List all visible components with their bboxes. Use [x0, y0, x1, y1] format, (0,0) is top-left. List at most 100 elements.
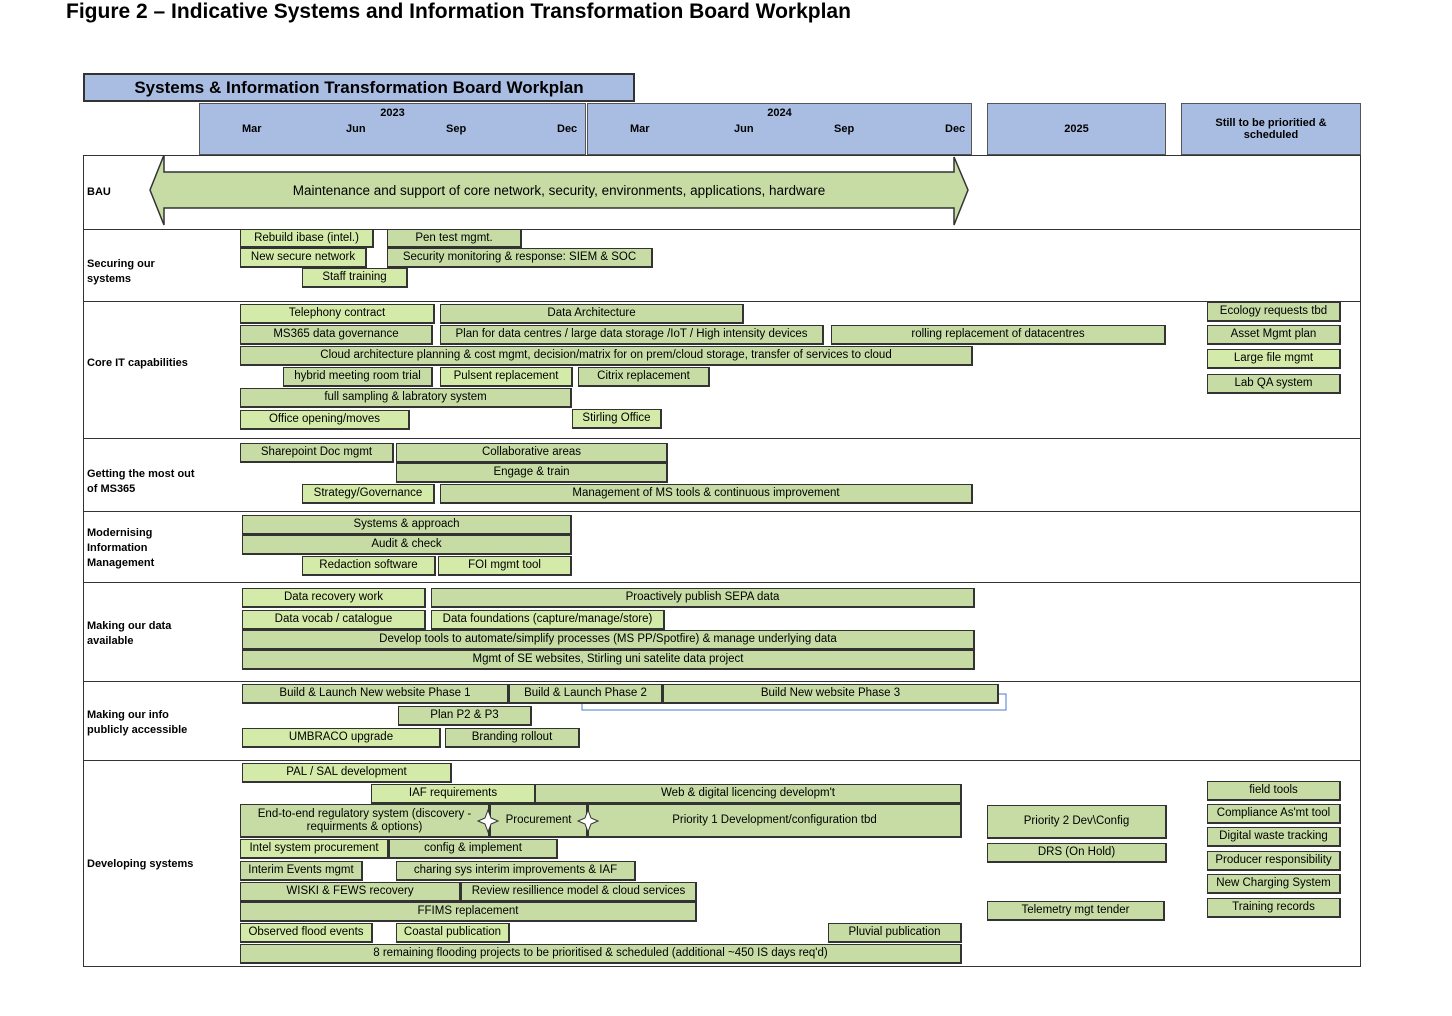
- workplan-bar: Procurement: [490, 804, 588, 838]
- workplan-bar: DRS (On Hold): [987, 843, 1167, 863]
- workplan-bar: Data Architecture: [440, 304, 744, 324]
- workplan-bar: Office opening/moves: [240, 410, 410, 430]
- workplan-bar: Data recovery work: [242, 588, 426, 608]
- section-label: Core IT capabilities: [87, 357, 188, 369]
- section-modernising-information-management: Modernising Information Management: [83, 511, 1361, 582]
- workplan-bar: charing sys interim improvements & IAF: [396, 861, 636, 881]
- workplan-bar: UMBRACO upgrade: [242, 728, 441, 748]
- workplan-bar: field tools: [1207, 781, 1341, 801]
- section-making-our-info-publicly-accessible: Making our info publicly accessible: [83, 681, 1361, 760]
- workplan-bar: Security monitoring & response: SIEM & S…: [387, 248, 653, 268]
- workplan-bar: Observed flood events: [240, 923, 373, 943]
- board-title: Systems & Information Transformation Boa…: [83, 73, 635, 102]
- workplan-bar: Audit & check: [242, 535, 572, 555]
- section-making-our-data-available: Making our data available: [83, 582, 1361, 681]
- month-label: Sep: [446, 123, 467, 135]
- workplan-bar: Pen test mgmt.: [387, 229, 522, 248]
- workplan-bar: Cloud architecture planning & cost mgmt,…: [240, 346, 973, 366]
- section-getting-the-most-out-of-ms365: Getting the most out of MS365: [83, 438, 1361, 511]
- section-developing-systems: Developing systems: [83, 760, 1361, 967]
- workplan-bar: full sampling & labratory system: [240, 388, 572, 408]
- section-securing-our-systems: Securing our systems: [83, 229, 1361, 301]
- workplan-bar: Plan P2 & P3: [398, 706, 532, 726]
- workplan-bar: Rebuild ibase (intel.): [240, 229, 374, 248]
- section-label: Developing systems: [87, 858, 194, 870]
- workplan-bar: Lab QA system: [1207, 374, 1341, 394]
- workplan-bar: Web & digital licencing developm't: [535, 784, 962, 804]
- workplan-bar: Digital waste tracking: [1207, 827, 1341, 847]
- workplan-bar: FOI mgmt tool: [438, 556, 572, 576]
- workplan-bar: Plan for data centres / large data stora…: [440, 325, 824, 345]
- workplan-bar: config & implement: [389, 839, 558, 859]
- workplan-bar: Training records: [1207, 898, 1341, 918]
- workplan-bar: IAF requirements: [371, 784, 536, 804]
- workplan-bar: Redaction software: [302, 556, 436, 576]
- workplan-bar: Priority 1 Development/configuration tbd: [588, 804, 962, 838]
- month-label: Jun: [346, 123, 366, 135]
- workplan-bar: Proactively publish SEPA data: [431, 588, 975, 608]
- workplan-bar: New secure network: [240, 248, 367, 268]
- workplan-bar: Asset Mgmt plan: [1207, 325, 1341, 345]
- year-label: 2023: [380, 107, 405, 119]
- phase3-connector: [581, 693, 1007, 711]
- year-label: 2024: [767, 107, 792, 119]
- section-label: Getting the most out of MS365: [87, 468, 195, 495]
- workplan-bar: Stirling Office: [572, 409, 662, 429]
- timeline-2023: 2023 Mar Jun Sep Dec: [199, 103, 586, 155]
- workplan-bar: hybrid meeting room trial: [283, 367, 433, 387]
- workplan-bar: Pulsent replacement: [440, 367, 573, 387]
- workplan-bar: 8 remaining flooding projects to be prio…: [240, 944, 962, 964]
- workplan-bar: Telemetry mgt tender: [987, 901, 1165, 921]
- workplan-bar: Review resillience model & cloud service…: [461, 882, 697, 902]
- month-label: Mar: [630, 123, 650, 135]
- workplan-bar: Ecology requests tbd: [1207, 302, 1341, 322]
- section-core-it-capabilities: Core IT capabilities: [83, 301, 1361, 438]
- workplan-bar: Producer responsibility: [1207, 851, 1341, 871]
- workplan-bar: End-to-end regulatory system (discovery …: [240, 804, 490, 838]
- workplan-bar: rolling replacement of datacentres: [831, 325, 1166, 345]
- workplan-bar: Mgmt of SE websites, Stirling uni sateli…: [242, 650, 975, 670]
- workplan-bar: Coastal publication: [396, 923, 510, 943]
- month-label: Dec: [557, 123, 578, 135]
- bau-arrow: [149, 155, 969, 226]
- workplan-bar: MS365 data governance: [240, 325, 433, 345]
- section-label: Securing our systems: [87, 258, 155, 285]
- milestone-star-icon: [577, 809, 599, 833]
- workplan-bar: FFIMS replacement: [240, 902, 697, 922]
- timeline-2024: 2024 Mar Jun Sep Dec: [587, 103, 972, 155]
- workplan-bar: Branding rollout: [445, 728, 580, 748]
- month-label: Sep: [834, 123, 855, 135]
- month-label: Dec: [945, 123, 966, 135]
- workplan-bar: Data vocab / catalogue: [242, 610, 426, 630]
- workplan-bar: Pluvial publication: [828, 923, 962, 943]
- workplan-bar: Large file mgmt: [1207, 349, 1341, 369]
- section-label: Making our data available: [87, 620, 172, 647]
- workplan-bar: Sharepoint Doc mgmt: [240, 443, 394, 463]
- workplan-bar: Intel system procurement: [240, 839, 389, 859]
- month-label: Mar: [242, 123, 262, 135]
- workplan-bar: Build New website Phase 3: [663, 684, 999, 704]
- workplan-bar: Build & Launch Phase 2: [509, 684, 663, 704]
- workplan-bar: Systems & approach: [242, 515, 572, 535]
- bau-arrow-text: Maintenance and support of core network,…: [292, 182, 826, 198]
- workplan-bar: PAL / SAL development: [242, 763, 452, 783]
- workplan-bar: Interim Events mgmt: [240, 861, 363, 881]
- workplan-bar: Data foundations (capture/manage/store): [431, 610, 665, 630]
- workplan-bar: Collaborative areas: [396, 443, 668, 463]
- workplan-bar: Staff training: [302, 268, 408, 288]
- workplan-bar: Develop tools to automate/simplify proce…: [242, 630, 975, 650]
- workplan-bar: New Charging System: [1207, 874, 1341, 894]
- timeline-2025: 2025: [987, 103, 1166, 155]
- figure-title: Figure 2 – Indicative Systems and Inform…: [66, 0, 851, 23]
- timeline-unscheduled: Still to be prioritied & scheduled: [1181, 103, 1361, 155]
- section-label: BAU: [87, 186, 111, 198]
- workplan-bar: WISKI & FEWS recovery: [240, 882, 461, 902]
- workplan-bar: Telephony contract: [240, 304, 435, 324]
- month-label: Jun: [734, 123, 754, 135]
- section-label: Modernising Information Management: [87, 527, 155, 569]
- section-bau: BAU: [83, 155, 1361, 229]
- workplan-bar: Citrix replacement: [578, 367, 710, 387]
- milestone-star-icon: [477, 809, 499, 833]
- workplan-bar: Compliance As'mt tool: [1207, 804, 1341, 824]
- workplan-bar: Engage & train: [396, 463, 668, 483]
